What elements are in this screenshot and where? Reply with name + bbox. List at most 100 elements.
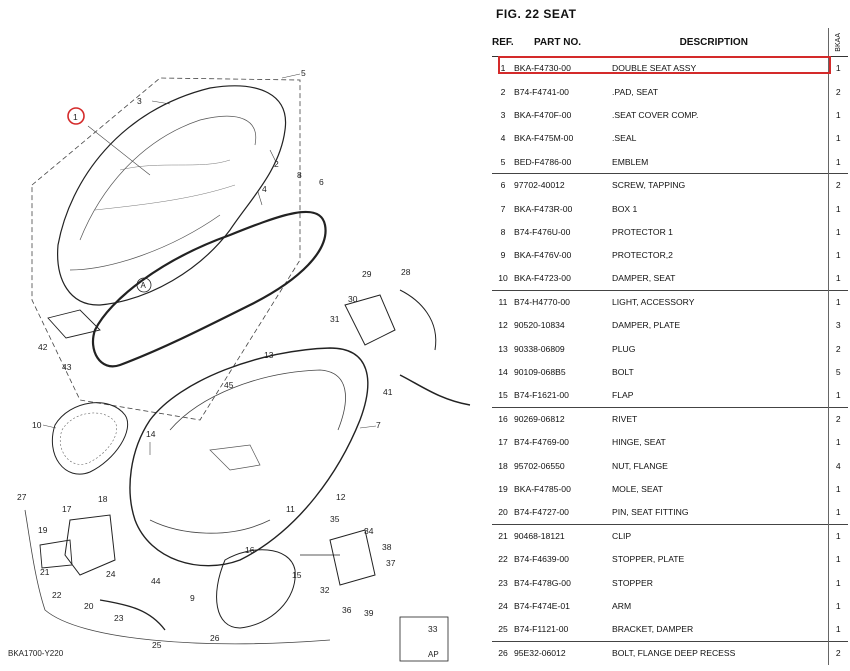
row-qty: 2 [827, 640, 848, 665]
callout-44: 44 [151, 576, 161, 586]
row-ref: 23 [498, 577, 508, 588]
row-qty: 1 [827, 383, 848, 408]
callout-41: 41 [383, 387, 393, 397]
callout-32: 32 [320, 585, 330, 595]
row-description: BRACKET, DAMPER [612, 624, 694, 635]
row-part-no: B74-F4727-00 [514, 507, 569, 518]
callout-26: 26 [210, 633, 220, 643]
callout-38: 38 [382, 542, 392, 552]
callout-20: 20 [84, 601, 94, 611]
row-qty: 1 [827, 196, 848, 221]
callout-15: 15 [292, 570, 302, 580]
callout-19: 19 [38, 525, 48, 535]
row-part-no: 95702-06550 [514, 460, 565, 471]
row-ref: 11 [492, 289, 514, 314]
row-ref: 21 [492, 523, 514, 548]
accessory-plate [47, 309, 101, 339]
row-part-no: 97702-40012 [514, 172, 600, 197]
row-ref: 17 [498, 437, 508, 448]
row-qty: 1 [827, 430, 848, 455]
row-qty: 1 [827, 103, 848, 127]
row-part-no: 90468-18121 [514, 523, 600, 548]
row-qty: 2 [827, 79, 848, 104]
row-part-no: BKA-F4785-00 [514, 484, 571, 495]
ref-label-a: A [141, 281, 147, 290]
callout-28: 28 [401, 267, 411, 277]
callout-30: 30 [348, 294, 358, 304]
ap-label: AP [428, 650, 439, 659]
header-description: DESCRIPTION [600, 28, 828, 57]
row-qty: 1 [827, 523, 848, 548]
row-description: BOLT [612, 367, 634, 378]
callout-35: 35 [330, 514, 340, 524]
row-part-no: B74-F1621-00 [514, 390, 569, 401]
callout-13: 13 [264, 350, 274, 360]
storage-box [129, 347, 369, 567]
row-ref: 3 [500, 109, 506, 120]
row-description: FLAP [612, 390, 634, 401]
row-ref: 25 [498, 624, 508, 635]
row-qty: 5 [827, 360, 848, 384]
row-qty: 1 [827, 267, 848, 291]
callout-33: 33 [428, 624, 438, 634]
row-qty: 3 [827, 313, 848, 338]
row-description: BOLT, FLANGE DEEP RECESS [600, 640, 828, 665]
row-part-no: BKA-F470F-00 [514, 109, 572, 120]
row-description: PROTECTOR 1 [612, 226, 673, 237]
row-ref: 22 [498, 554, 508, 565]
row-description: ARM [612, 601, 632, 612]
row-description: RIVET [600, 406, 828, 431]
callout-16: 16 [245, 545, 255, 555]
row-description: .SEAL [612, 133, 637, 144]
row-description: SCREW, TAPPING [600, 172, 828, 197]
callout-2: 2 [274, 159, 279, 169]
row-qty: 2 [827, 172, 848, 197]
row-part-no: BKA-F4730-00 [514, 63, 571, 74]
row-qty: 1 [827, 571, 848, 595]
seat-damper [51, 402, 129, 475]
seat-seal [91, 210, 327, 368]
latch-bracket [344, 294, 396, 346]
callout-7: 7 [376, 420, 381, 430]
row-ref: 5 [500, 156, 506, 167]
row-description: .PAD, SEAT [612, 86, 659, 97]
callout-5: 5 [301, 68, 306, 78]
callout-25: 25 [152, 640, 162, 650]
row-qty: 1 [827, 126, 848, 151]
row-part-no: B74-F478G-00 [514, 577, 571, 588]
row-description: PIN, SEAT FITTING [612, 507, 689, 518]
callout-23: 23 [114, 613, 124, 623]
row-description: STOPPER, PLATE [612, 554, 685, 565]
row-ref: 2 [500, 86, 506, 97]
callout-42: 42 [38, 342, 48, 352]
row-ref: 15 [498, 390, 508, 401]
row-description: EMBLEM [612, 156, 649, 167]
callout-1: 1 [73, 112, 78, 122]
table-row: 15 B74-F1621-00 FLAP 1 [492, 383, 848, 408]
row-part-no: BKA-F4723-00 [514, 273, 571, 284]
row-qty: 2 [827, 406, 848, 431]
row-description: BOX 1 [612, 203, 638, 214]
row-qty: 1 [827, 243, 848, 268]
row-qty: 1 [827, 500, 848, 525]
figure-title: FIG. 22 SEAT [496, 7, 577, 21]
row-qty: 1 [827, 56, 848, 80]
callout-43: 43 [62, 362, 72, 372]
row-description: DAMPER, PLATE [612, 320, 681, 331]
header-qty-code: BKAA [834, 32, 842, 52]
row-ref: 1 [500, 63, 506, 74]
row-ref: 26 [492, 640, 514, 665]
